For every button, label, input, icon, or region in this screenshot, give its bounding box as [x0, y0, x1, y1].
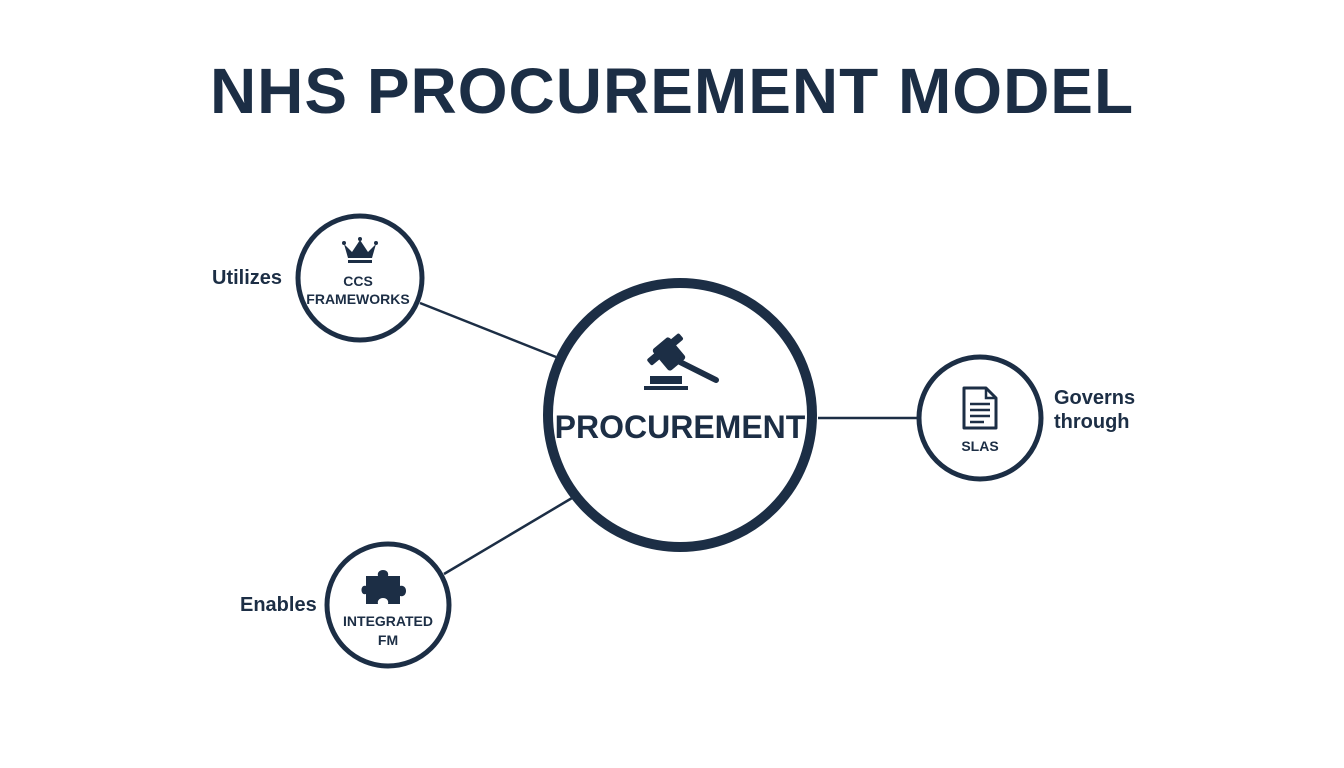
fm-line1: INTEGRATED — [343, 613, 433, 629]
relation-utilizes: Utilizes — [212, 267, 283, 289]
gavel-icon — [644, 333, 719, 390]
crown-icon — [342, 237, 378, 263]
relation-governs-line2: through — [1054, 411, 1130, 433]
relation-governs-line1: Governs — [1054, 387, 1136, 409]
slas-label: SLAS — [961, 438, 998, 454]
center-label: PROCUREMENT — [555, 409, 806, 445]
relation-enables: Enables — [240, 594, 317, 616]
ccs-line1: CCS — [343, 273, 373, 289]
document-icon — [962, 386, 998, 430]
relation-governs-through: Governs through — [1054, 386, 1135, 434]
puzzle-icon — [361, 570, 406, 604]
connector-fm — [443, 496, 573, 576]
connector-ccs — [419, 301, 557, 359]
center-node-procurement: PROCUREMENT — [543, 278, 817, 552]
node-slas: SLAS — [916, 354, 1044, 482]
ccs-line2: FRAMEWORKS — [306, 291, 409, 307]
fm-line2: FM — [378, 632, 398, 648]
node-integrated-fm: INTEGRATED FM — [324, 541, 452, 669]
page-title: NHS PROCUREMENT MODEL — [209, 55, 1135, 127]
node-ccs-frameworks: CCS FRAMEWORKS — [295, 213, 425, 343]
